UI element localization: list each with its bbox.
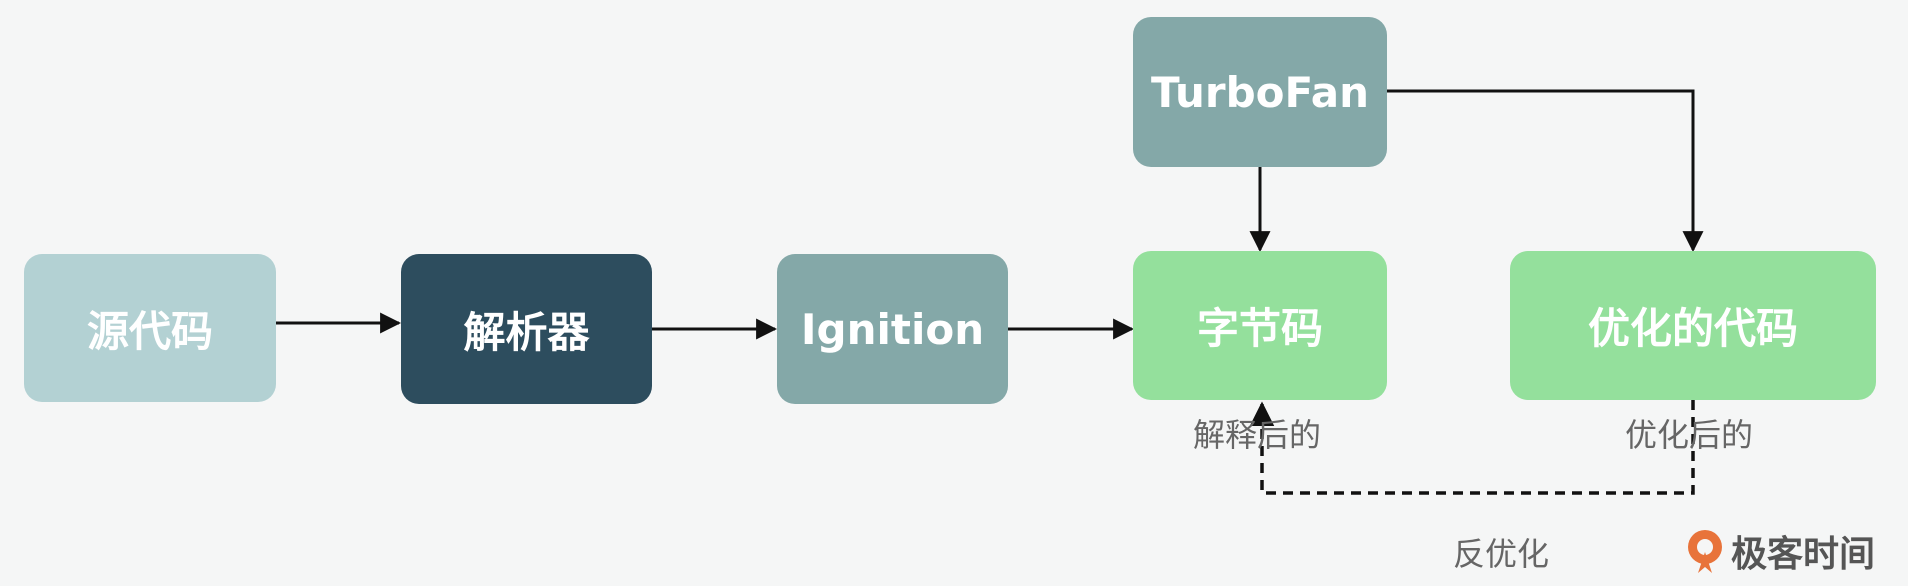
brand-name: 极客时间 <box>1731 534 1876 575</box>
edge-deoptimize <box>1249 400 1695 495</box>
turbofan-node: TurboFan <box>1133 17 1387 167</box>
optimized-after-label: 优化后的 <box>1625 416 1754 454</box>
edge-turbofan-optimized <box>1387 89 1704 253</box>
bytecode-node-label: 字节码 <box>1196 304 1323 353</box>
parser-node-label: 解析器 <box>463 307 590 357</box>
optimized-node: 优化的代码 <box>1510 251 1876 400</box>
interpreted-label: 解释后的 <box>1193 416 1322 454</box>
turbofan-node-label: TurboFan <box>1150 67 1370 117</box>
bytecode-node: 字节码 <box>1133 251 1387 400</box>
deoptimize-label: 反优化 <box>1453 535 1550 573</box>
ignition-node-label: Ignition <box>800 304 985 354</box>
brand-logo: 极客时间 <box>1685 525 1875 577</box>
ignition-node: Ignition <box>777 254 1008 404</box>
geektime-logo-icon <box>1688 530 1722 573</box>
parser-node: 解析器 <box>401 254 652 404</box>
source-node-label: 源代码 <box>86 306 213 356</box>
optimized-node-label: 优化的代码 <box>1587 304 1798 353</box>
source-node: 源代码 <box>24 254 276 402</box>
